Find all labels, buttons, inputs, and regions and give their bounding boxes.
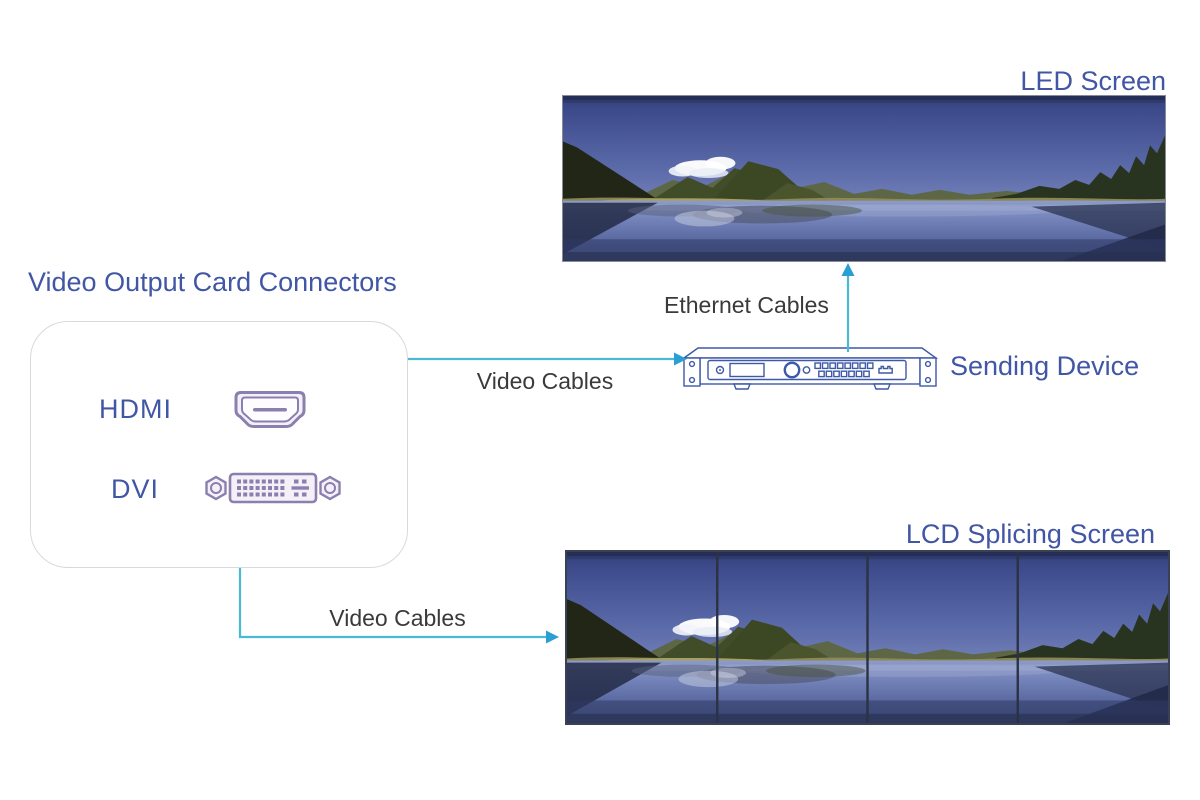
arrow-right-icon	[546, 630, 559, 644]
ethernet-cables-label: Ethernet Cables	[664, 292, 829, 318]
led-landscape-art	[563, 96, 1165, 261]
lcd-splicing-screen-image	[565, 550, 1170, 725]
hdmi-port-icon	[231, 388, 309, 433]
dvi-label: DVI	[111, 474, 160, 504]
rack-sending-device-icon	[682, 344, 938, 392]
hdmi-label: HDMI	[99, 394, 172, 424]
arrow-up-icon	[841, 263, 855, 276]
lcd-landscape-art	[567, 552, 1168, 723]
card-title: Video Output Card Connectors	[28, 267, 397, 297]
ethernet-port-icon	[878, 365, 893, 374]
device-keypad	[814, 362, 874, 378]
dvi-port-icon	[203, 467, 343, 509]
panel-bezel-lines	[716, 552, 1019, 723]
led-screen-label: LED Screen	[1020, 66, 1166, 96]
led-screen-image	[562, 95, 1166, 262]
video-cables-top-label: Video Cables	[476, 368, 614, 394]
video-output-card: HDMI DVI	[30, 321, 408, 568]
video-cables-bottom-label: Video Cables	[329, 605, 466, 631]
sending-device-label: Sending Device	[950, 351, 1140, 381]
lcd-screen-label: LCD Splicing Screen	[905, 519, 1155, 549]
dvi-pin-grid	[237, 479, 309, 497]
